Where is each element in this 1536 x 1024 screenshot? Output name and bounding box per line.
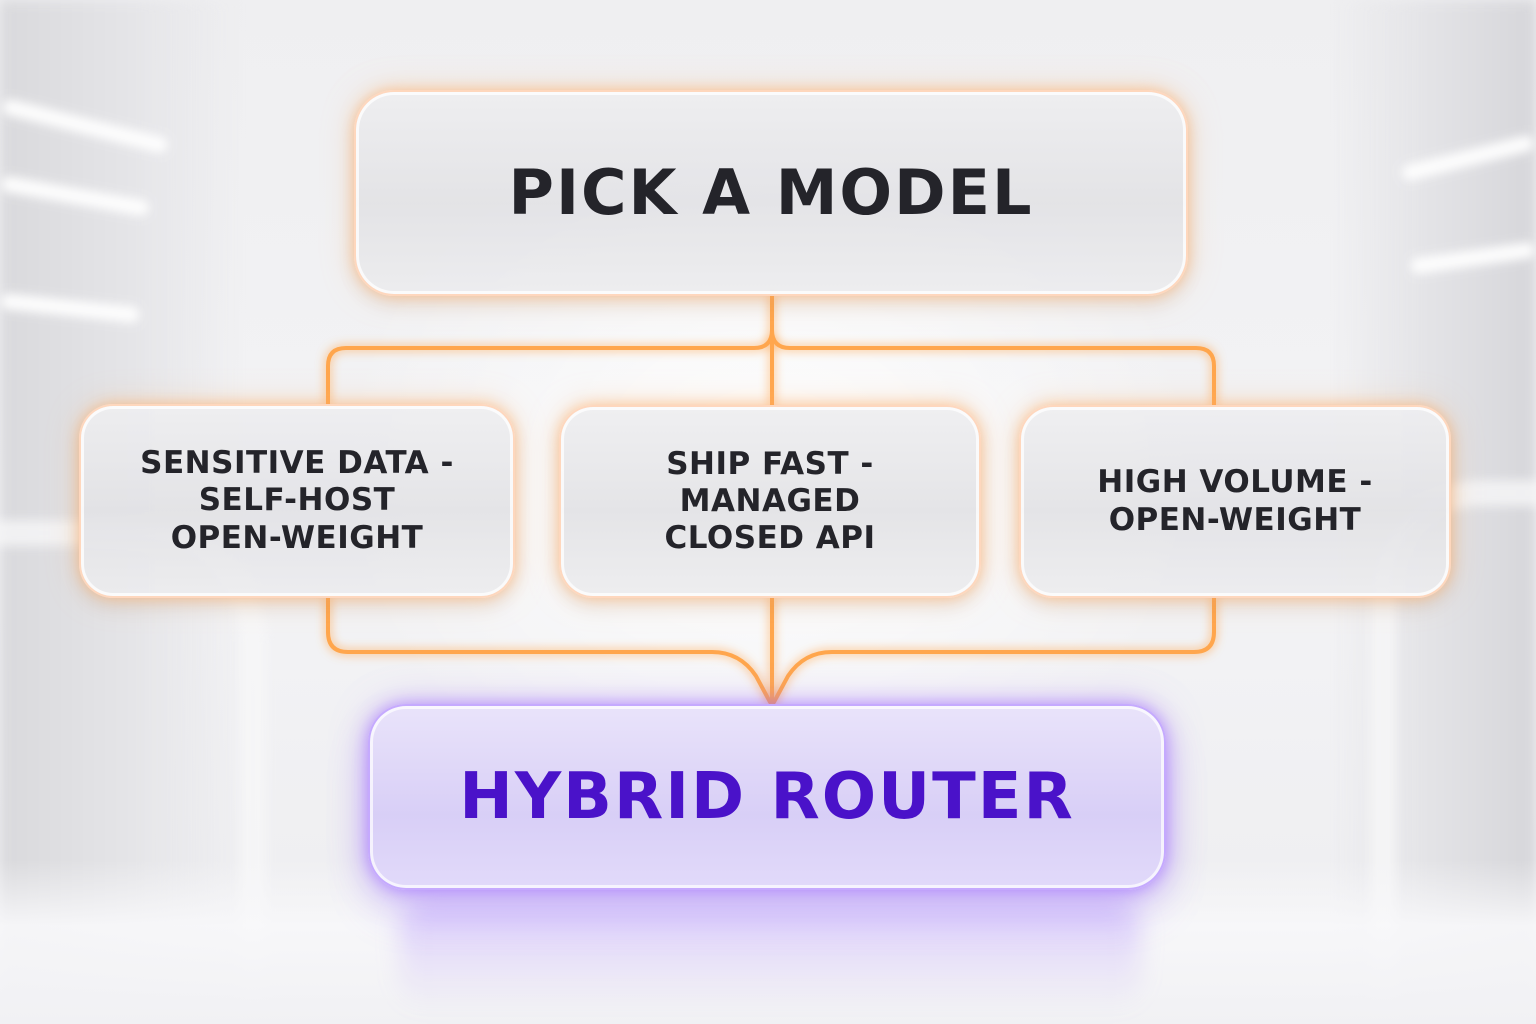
connector-volume-to-router	[772, 596, 1216, 704]
node-pick-a-model: PICK A MODEL	[354, 90, 1188, 296]
node-hybrid-router: HYBRID ROUTER	[368, 704, 1166, 890]
node-label: HIGH VOLUME - OPEN-WEIGHT	[1097, 464, 1373, 538]
connector-pick-to-volume	[770, 294, 1216, 407]
node-ship-fast: SHIP FAST - MANAGED CLOSED API	[559, 405, 981, 598]
connector-pick-to-sensitive	[326, 294, 774, 406]
node-high-volume: HIGH VOLUME - OPEN-WEIGHT	[1019, 405, 1451, 598]
router-reflection-glow	[400, 900, 1140, 1010]
node-label: HYBRID ROUTER	[459, 759, 1075, 834]
connector-sensitive-to-router	[326, 596, 772, 704]
node-label: PICK A MODEL	[508, 155, 1034, 229]
node-label: SENSITIVE DATA - SELF-HOST OPEN-WEIGHT	[140, 445, 454, 556]
node-sensitive-data: SENSITIVE DATA - SELF-HOST OPEN-WEIGHT	[79, 404, 515, 598]
node-label: SHIP FAST - MANAGED CLOSED API	[664, 445, 876, 557]
